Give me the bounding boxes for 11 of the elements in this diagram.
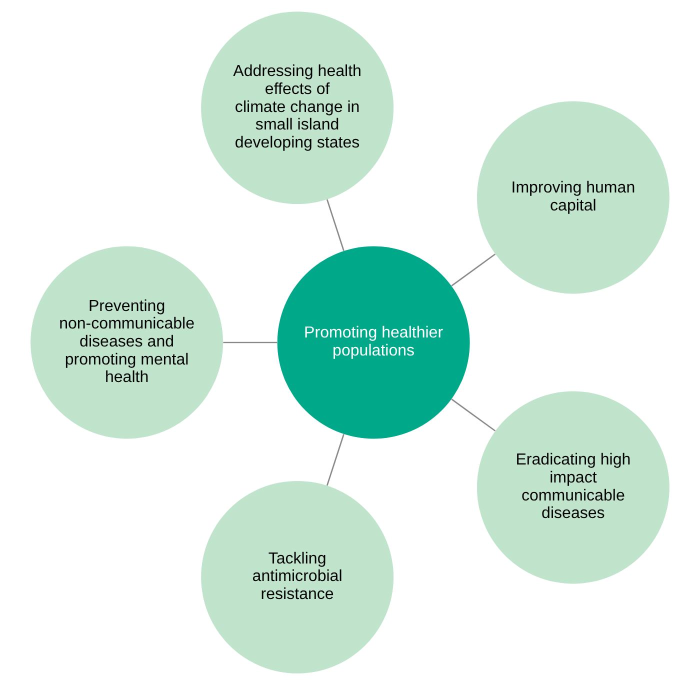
node-circle: Addressing health effects of climate change in small island developing states: [201, 12, 394, 204]
node-circle: Eradicating high impact communicable diseases: [476, 391, 670, 584]
node-circle: Improving human capital: [476, 101, 670, 294]
connector: [326, 199, 344, 251]
connector: [451, 398, 496, 432]
connector: [326, 434, 344, 486]
connector: [451, 254, 496, 286]
node-circle: Promoting healthier populations: [277, 246, 470, 439]
node-circle: Preventing non-communicable diseases and promoting mental health: [30, 246, 224, 439]
connector: [223, 342, 278, 344]
node-circle: Tackling antimicrobial resistance: [201, 480, 394, 674]
